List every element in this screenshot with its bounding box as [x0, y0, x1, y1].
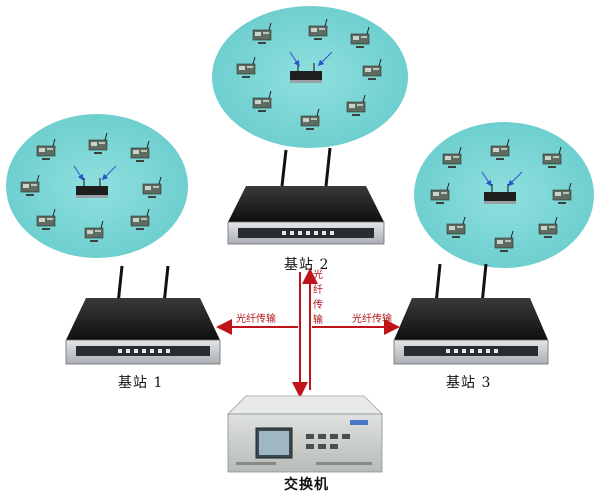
fiber-links [216, 268, 400, 398]
cluster-2-devices [236, 18, 382, 131]
left-link-label: 光纤传输 [236, 314, 276, 325]
base-station-2 [227, 147, 385, 245]
cluster-1-devices [20, 132, 162, 243]
switch-device [227, 395, 383, 473]
base-station-3 [393, 263, 549, 365]
base-station-1 [65, 265, 221, 365]
station-2-label: 基站 2 [284, 257, 330, 273]
station-3-label: 基站 3 [446, 375, 492, 391]
station-1-label: 基站 1 [118, 375, 164, 391]
top-link-label: 光纤传输 [313, 270, 323, 326]
cluster-3-devices [430, 138, 572, 253]
switch-label: 交换机 [284, 477, 329, 493]
right-link-label: 光纤传输 [352, 314, 392, 325]
